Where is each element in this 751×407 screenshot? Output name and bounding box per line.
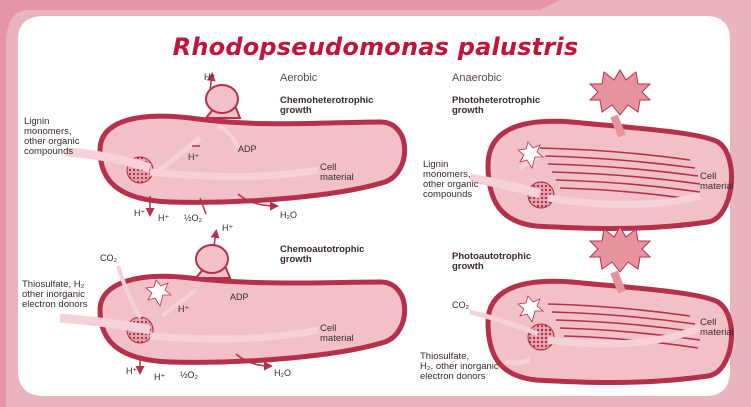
label-chemohet-hplus-mid: H⁺ [188, 152, 199, 162]
label-chemoauto-hplus-b2: H⁺ [154, 372, 165, 382]
cell-photoheterotrophic [470, 70, 731, 229]
label-chemohet-hplus-b1: H⁺ [134, 208, 145, 218]
label-photohet-output: Cell material [700, 172, 734, 192]
label-chemoauto-o2: ½O₂ [180, 370, 198, 380]
diagram-title: Rhodopseudomonas palustris [0, 33, 751, 61]
header-anaerobic: Anaerobic [452, 73, 502, 83]
label-photoauto-co2: CO₂ [452, 300, 469, 310]
label-chemoauto-name: Chemoautotrophic growth [280, 245, 364, 265]
label-photoauto-output: Cell material [700, 318, 734, 338]
label-chemohet-hplus-b2: H⁺ [158, 213, 169, 223]
label-chemoauto-input: Thiosulfate, H₂ other inorganic electron… [22, 280, 87, 310]
label-photohet-name: Photoheterotrophic growth [452, 96, 540, 116]
label-chemohet-hplus-top: H⁺ [204, 72, 215, 82]
label-chemohet-h2o: H₂O [280, 210, 297, 220]
label-photoauto-name: Photoautotrophic growth [452, 252, 531, 272]
label-chemohet-output: Cell material [320, 163, 354, 183]
label-chemoauto-adp: ADP [230, 292, 249, 302]
header-aerobic: Aerobic [280, 73, 317, 83]
label-chemoauto-co2: CO₂ [100, 253, 117, 263]
label-chemoauto-hplus-mid: H⁺ [178, 304, 189, 314]
label-photohet-input: Lignin monomers, other organic compounds [423, 160, 478, 200]
light-sun-icon [590, 70, 650, 115]
label-chemohet-name: Chemoheterotrophic growth [280, 96, 373, 116]
label-chemohet-input: Lignin monomers, other organic compounds [24, 117, 79, 157]
label-photoauto-input: Thiosulfate, H₂, other inorganic electro… [420, 352, 499, 382]
label-chemoauto-h2o: H₂O [274, 368, 291, 378]
label-chemohet-o2: ½O₂ [184, 213, 202, 223]
label-chemoauto-output: Cell material [320, 324, 354, 344]
label-chemohet-hplus-b3: H⁺ [222, 223, 233, 233]
label-chemohet-adp: ADP [238, 144, 257, 154]
light-sun-icon-2 [590, 227, 650, 272]
label-chemoauto-hplus-b1: H⁺ [126, 366, 137, 376]
